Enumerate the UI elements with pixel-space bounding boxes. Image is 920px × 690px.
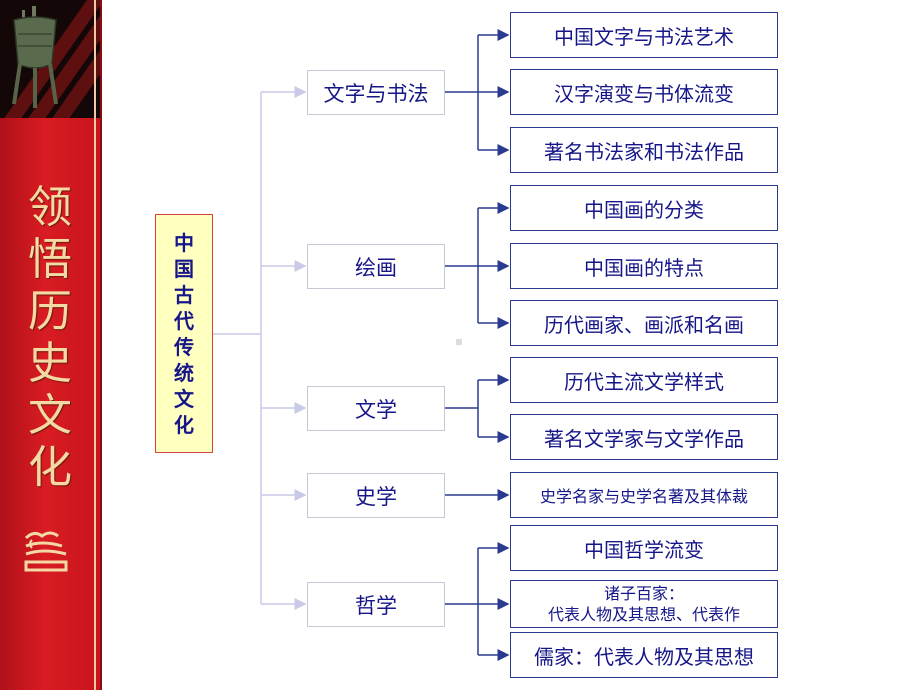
sidebar-title-char: 文	[28, 390, 72, 441]
leaf-node: 历代主流文学样式	[510, 357, 778, 403]
root-char: 古	[174, 282, 194, 307]
sidebar-title-char: 史	[28, 338, 72, 389]
leaf-node: 史学名家与史学名著及其体裁	[510, 472, 778, 518]
category-node-literature: 文学	[307, 386, 445, 431]
decorative-dot	[456, 339, 462, 345]
root-char: 统	[174, 360, 194, 385]
root-char: 代	[174, 308, 194, 333]
leaf-node: 儒家：代表人物及其思想	[510, 632, 778, 678]
leaf-line: 诸子百家：	[603, 584, 684, 603]
category-node-philosophy: 哲学	[307, 582, 445, 627]
sidebar-title: 领 悟 历 史 文 化	[22, 182, 78, 494]
sidebar-title-char: 悟	[28, 234, 72, 285]
sidebar: 领 悟 历 史 文 化	[0, 0, 100, 690]
leaf-node: 中国画的特点	[510, 243, 778, 289]
sidebar-title-char: 历	[28, 286, 72, 337]
root-char: 传	[174, 334, 194, 359]
leaf-node: 中国哲学流变	[510, 525, 778, 571]
root-char: 中	[174, 230, 194, 255]
bronze-vessel-icon	[12, 6, 58, 108]
leaf-node: 历代画家、画派和名画	[510, 300, 778, 346]
root-char: 文	[174, 386, 194, 411]
category-node-painting: 绘画	[307, 244, 445, 289]
sidebar-title-char: 化	[28, 442, 72, 493]
cloud-scroll-icon	[24, 531, 68, 572]
leaf-node: 著名文学家与文学作品	[510, 414, 778, 460]
category-node-historiography: 史学	[307, 473, 445, 518]
leaf-node: 中国画的分类	[510, 185, 778, 231]
category-node-calligraphy: 文字与书法	[307, 70, 445, 115]
root-char: 国	[174, 256, 194, 281]
leaf-node-two-line: 诸子百家： 代表人物及其思想、代表作	[510, 580, 778, 628]
root-char: 化	[174, 412, 194, 437]
leaf-node: 汉字演变与书体流变	[510, 69, 778, 115]
root-node: 中 国 古 代 传 统 文 化	[155, 214, 213, 453]
leaf-node: 著名书法家和书法作品	[510, 127, 778, 173]
sidebar-title-char: 领	[28, 182, 72, 233]
leaf-node: 中国文字与书法艺术	[510, 12, 778, 58]
leaf-line: 代表人物及其思想、代表作	[547, 605, 740, 624]
sidebar-header-image	[0, 0, 100, 118]
